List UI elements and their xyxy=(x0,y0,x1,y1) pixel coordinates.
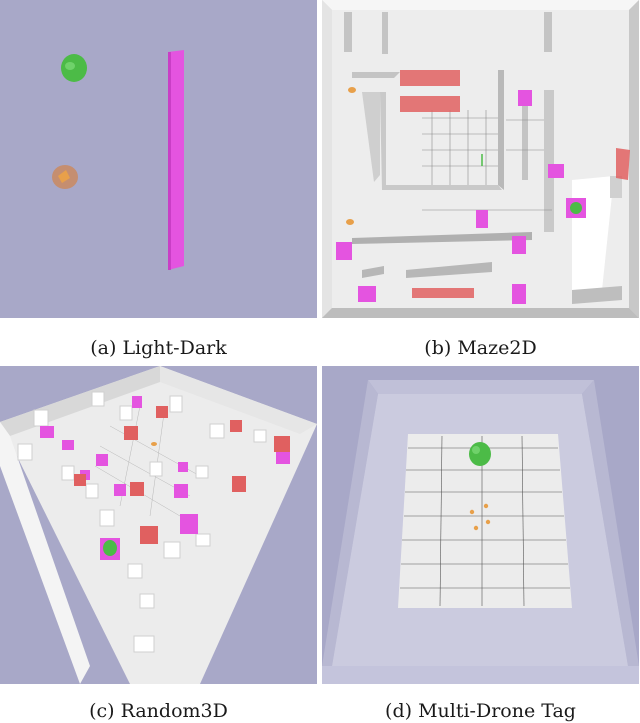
maze-wall xyxy=(352,72,400,78)
top-wall xyxy=(322,0,639,10)
light-region-edge xyxy=(168,52,171,270)
danger-region xyxy=(400,70,460,86)
danger-region xyxy=(616,148,630,180)
maze-wall xyxy=(572,286,622,304)
light-region xyxy=(476,210,488,228)
floor-grid xyxy=(422,110,552,211)
maze2d-panel xyxy=(322,0,639,318)
light-region xyxy=(358,286,376,302)
left-wall xyxy=(0,422,90,684)
maze2d-scene xyxy=(322,0,639,318)
background xyxy=(0,0,317,318)
goal-highlight xyxy=(65,62,75,70)
maze-wall xyxy=(362,92,380,182)
left-wall xyxy=(322,380,378,666)
maze-wall xyxy=(610,176,622,198)
random3d-panel xyxy=(0,366,317,684)
multi-drone-tag-scene xyxy=(322,366,639,684)
agent-marker xyxy=(346,219,354,225)
maze-wall xyxy=(362,266,384,278)
pursuer-drone xyxy=(483,503,489,509)
light-region xyxy=(168,50,184,270)
top-wall xyxy=(368,380,594,394)
danger-region xyxy=(400,96,460,112)
pursuer-drone xyxy=(485,519,491,525)
goal-sphere xyxy=(103,540,117,556)
obstacles xyxy=(17,391,267,653)
evader-highlight xyxy=(472,446,480,454)
light-region xyxy=(512,284,526,304)
maze-wall xyxy=(352,232,532,244)
maze-wall xyxy=(544,12,552,52)
left-wall xyxy=(322,0,332,318)
agent-marker xyxy=(151,442,157,446)
danger-region xyxy=(412,288,474,298)
right-wall xyxy=(629,0,639,318)
random3d-scene xyxy=(0,366,317,684)
goal-sphere xyxy=(570,202,582,214)
caption-multi-drone-tag: (d) Multi-Drone Tag xyxy=(385,700,576,722)
maze-wall xyxy=(544,90,554,232)
light-region xyxy=(548,164,564,178)
light-region xyxy=(336,242,352,260)
right-wall xyxy=(160,366,317,434)
pursuer-drone xyxy=(469,509,475,515)
arena-floor xyxy=(0,366,317,684)
agent-marker xyxy=(348,87,356,93)
red-boxes xyxy=(74,406,290,544)
maze-wall xyxy=(406,262,492,278)
multi-drone-tag-panel xyxy=(322,366,639,684)
caption-random3d: (c) Random3D xyxy=(89,700,228,722)
maze-wall xyxy=(344,12,352,52)
maze-wall xyxy=(498,70,504,190)
agent-marker xyxy=(58,170,70,183)
light-region xyxy=(518,90,532,106)
light-region xyxy=(512,236,526,254)
caption-light-dark: (a) Light-Dark xyxy=(90,337,227,359)
right-wall xyxy=(582,380,639,666)
maze-wall xyxy=(522,92,528,180)
bottom-wall xyxy=(322,308,639,318)
light-dark-scene xyxy=(0,0,317,318)
pursuer-drone xyxy=(473,525,479,531)
light-dark-panel xyxy=(0,0,317,318)
evader-drone xyxy=(469,442,491,466)
bottom-wall xyxy=(322,666,639,684)
caption-maze2d: (b) Maze2D xyxy=(424,337,537,359)
maze-wall xyxy=(382,12,388,54)
